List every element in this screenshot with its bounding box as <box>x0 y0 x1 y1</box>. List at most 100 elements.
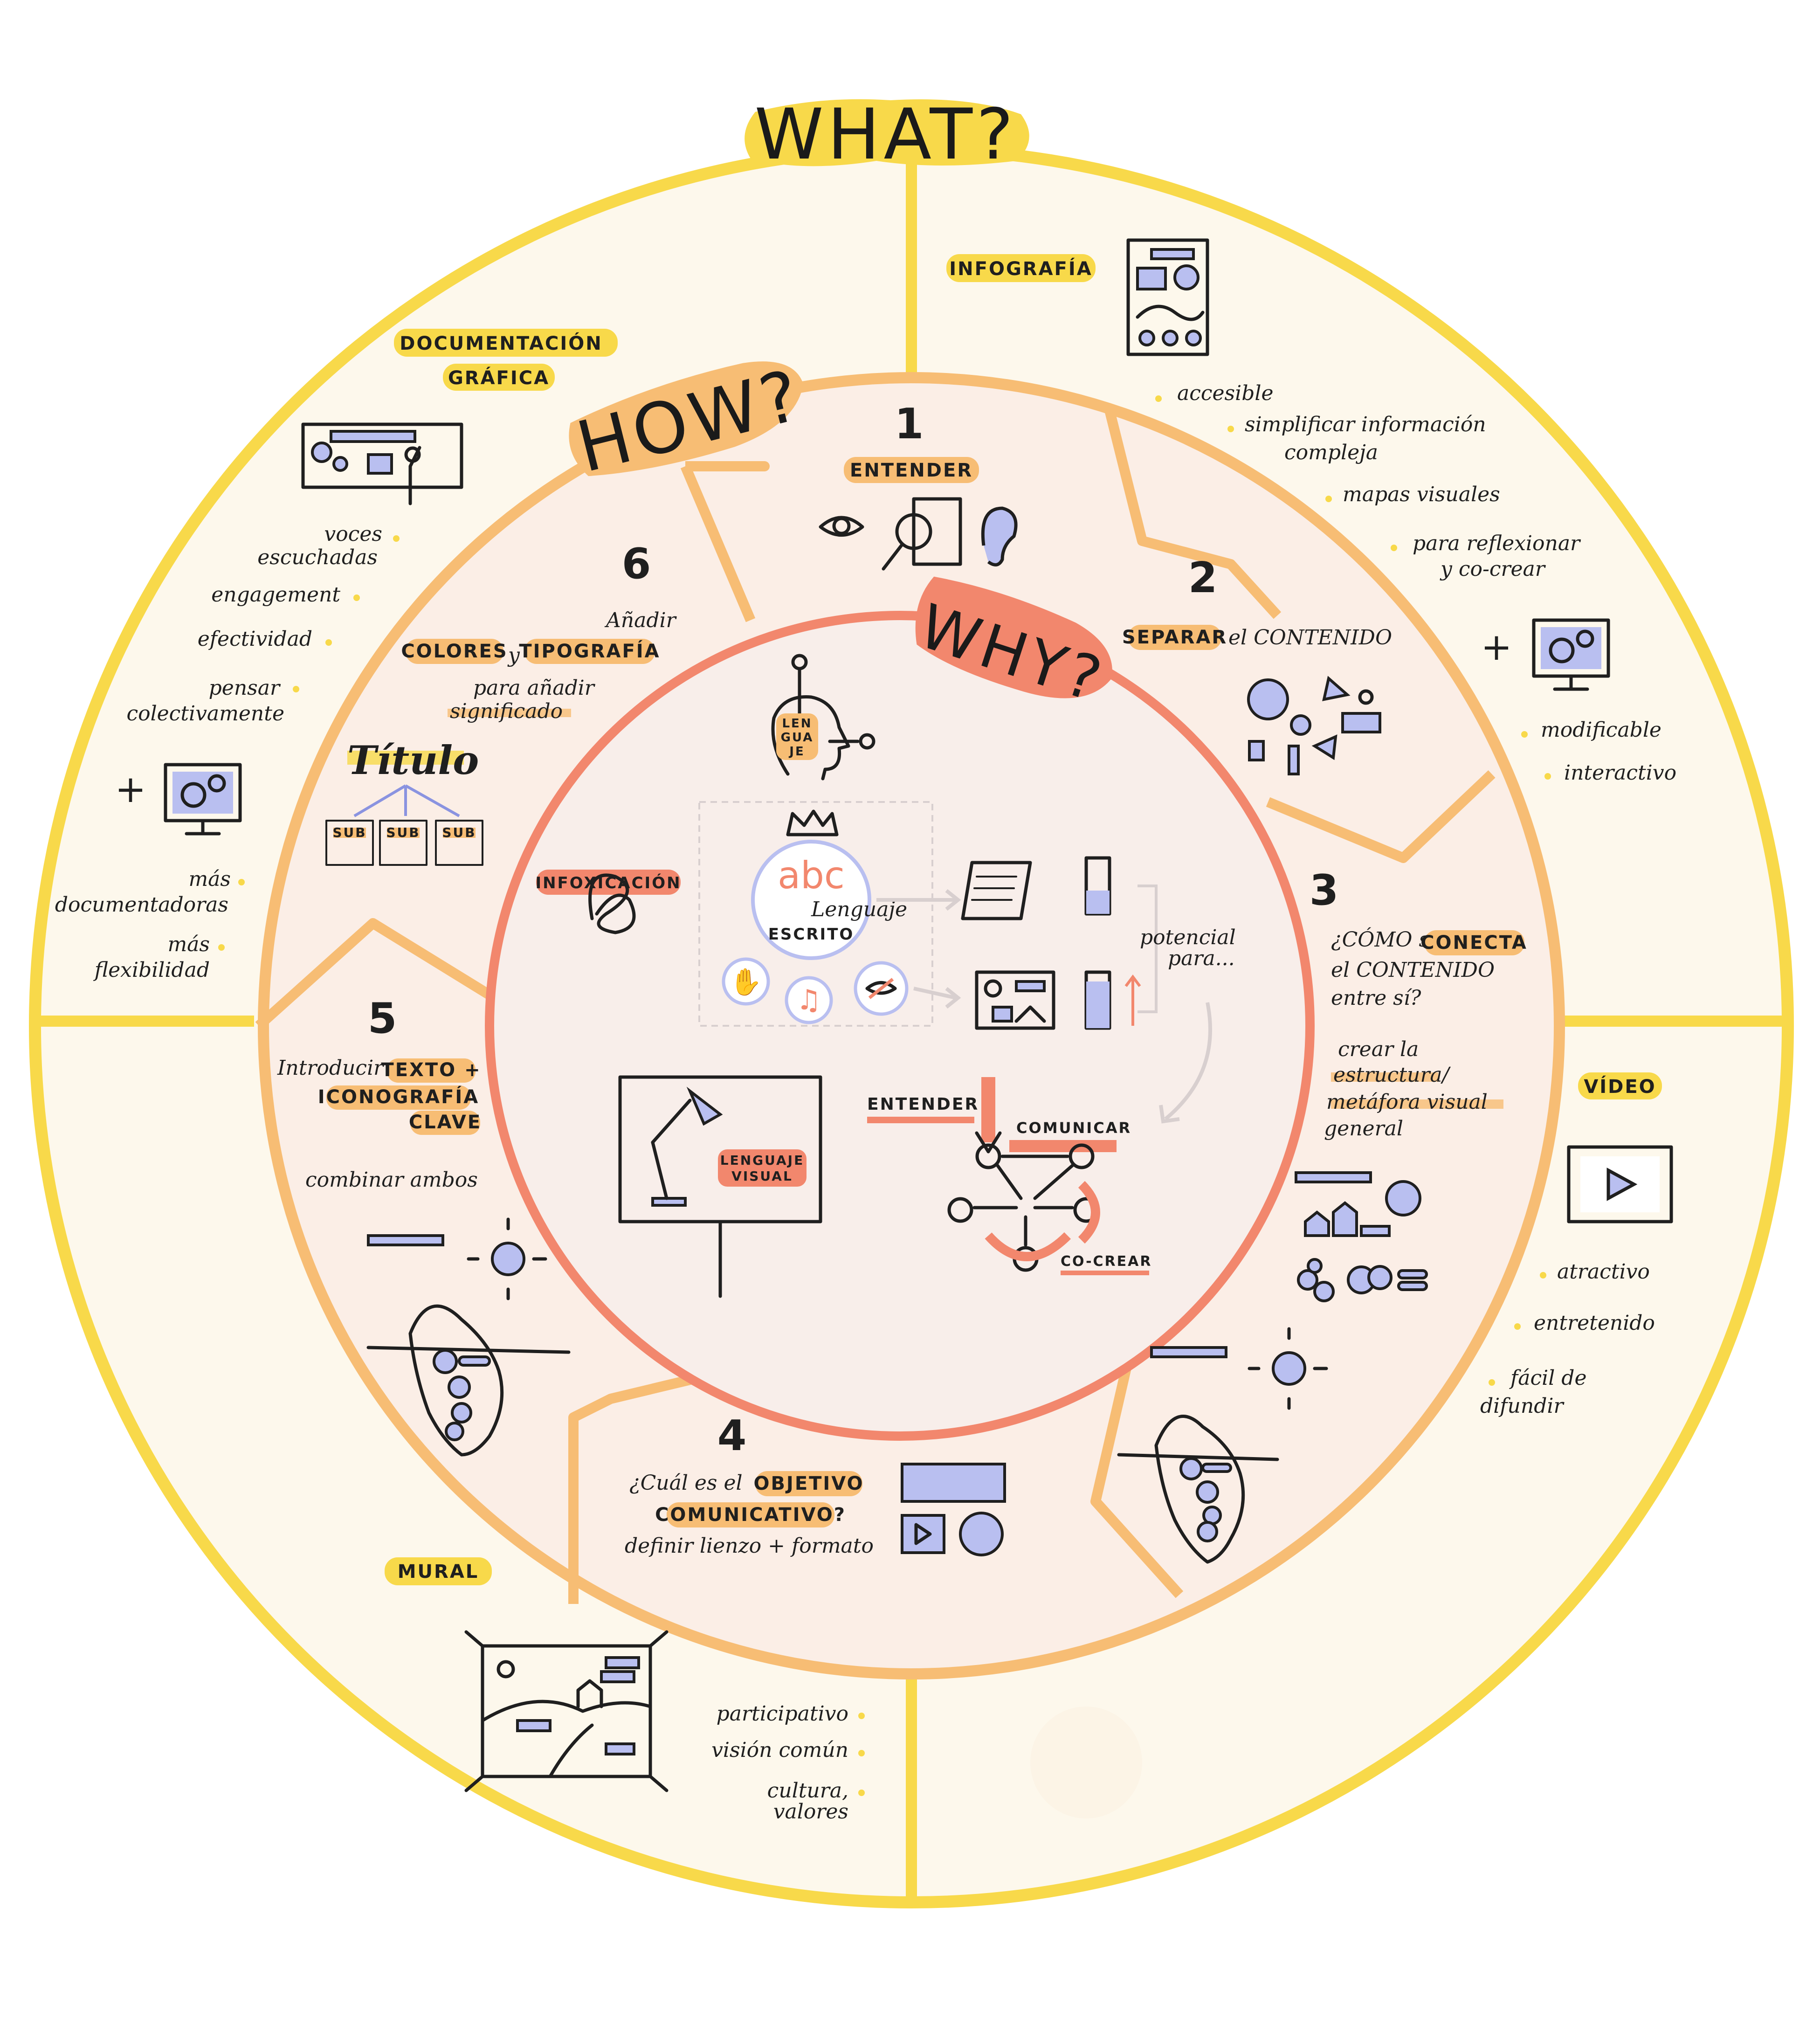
arrow-bottom <box>913 987 956 1000</box>
documentacion-bullets: voces escuchadas engagement efectividad … <box>126 522 400 726</box>
infografia-bullet-4b: y co-crear <box>1440 557 1546 581</box>
abc-circle <box>751 840 871 960</box>
step6-tag2-bg <box>524 639 655 664</box>
step6-y: y <box>507 643 520 667</box>
step6-tag1-bg <box>406 639 503 664</box>
documentacion-bullet-4: pensar <box>209 676 281 700</box>
documentacion-tag-2: GRÁFICA <box>448 366 550 389</box>
step4-tag2-bg <box>667 1502 834 1527</box>
documentacion-bullet-3: efectividad <box>198 627 312 651</box>
step5-tag2-bg <box>326 1085 471 1110</box>
network-diagram <box>947 1143 1100 1272</box>
mural-bullet-3b: valores <box>773 1800 848 1824</box>
step3-l1: crear la <box>1338 1037 1419 1061</box>
step4-l1: definir lienzo + formato <box>625 1534 874 1558</box>
step5-l1: Introducir <box>277 1056 385 1080</box>
graphic-recording-icon <box>301 422 463 505</box>
documentacion-tag-bg-2 <box>443 364 555 391</box>
step3-tag: CONECTA <box>1420 932 1528 954</box>
step6-l0: Añadir <box>604 608 677 632</box>
documentacion-plus-bullet-2b: flexibilidad <box>93 958 210 982</box>
documentacion-plus-bullets: más documentadoras más flexibilidad <box>55 867 245 982</box>
entender-arrow <box>981 1077 995 1142</box>
document-magnifier-icon <box>882 497 962 571</box>
video-tag-bg <box>1578 1072 1662 1099</box>
high-level-bar-icon <box>1084 970 1141 1030</box>
step1-number: 1 <box>895 400 924 449</box>
step3-tag-bg <box>1424 930 1524 955</box>
structure-shapes-icon <box>1295 1171 1428 1302</box>
infografia-bullet-2b: compleja <box>1284 441 1378 464</box>
monitor-gear-icon-right <box>1532 618 1610 691</box>
content-shapes-icon <box>1247 676 1381 775</box>
video-bullet-1: atractivo <box>1557 1260 1650 1284</box>
entender-label: ENTENDER <box>867 1095 979 1114</box>
bracket <box>1138 885 1158 1013</box>
step5-tag3-bg <box>410 1111 480 1135</box>
step3-q2: el CONTENIDO <box>1331 958 1495 982</box>
head-label-2: GUA <box>781 731 814 745</box>
infografia-bullet-4: para reflexionar <box>1413 532 1581 555</box>
cocrear-label: CO-CREAR <box>1061 1253 1152 1270</box>
documentacion-plus-bullet-1b: documentadoras <box>55 893 228 917</box>
what-banner <box>745 99 1029 166</box>
infografia-bullet-3: mapas visuales <box>1343 483 1500 506</box>
music-circle <box>785 976 833 1024</box>
step5-tag1: TEXTO + <box>381 1059 481 1081</box>
interactiva-bullet-2: interactivo <box>1564 761 1676 785</box>
what-title: WHAT? <box>754 94 1017 175</box>
infographic-icon <box>1126 238 1209 356</box>
documentacion-plus-bullet-2: más <box>167 933 210 956</box>
step3-l3: metáfora visual <box>1326 1090 1488 1114</box>
lamp-sign-icon <box>618 1075 822 1298</box>
documentacion-bullet-2: engagement <box>211 583 340 607</box>
step5-number: 5 <box>368 994 397 1043</box>
infografia-tag-bg <box>946 254 1096 282</box>
documentacion-plus: + <box>115 767 146 811</box>
mural-landscape-icon <box>464 1630 669 1792</box>
low-level-bar-icon <box>1084 856 1111 916</box>
step4-tag1-bg <box>755 1471 862 1496</box>
curved-arrow <box>1164 1002 1212 1121</box>
video-bullet-3b: difundir <box>1480 1394 1565 1418</box>
step5-tag1-bg <box>387 1058 476 1083</box>
video-player-icon <box>1567 1145 1673 1223</box>
step4-q1: ¿Cuál es el <box>629 1471 743 1495</box>
step6-number: 6 <box>622 539 651 588</box>
step3-q1: ¿CÓMO se <box>1331 927 1441 952</box>
step6-titulo: Título <box>347 737 479 783</box>
iceberg-icon-left <box>366 1217 571 1457</box>
step5-tag3: CLAVE <box>409 1112 482 1133</box>
mural-bullet-1: participativo <box>717 1702 848 1726</box>
mural-bullet-2: visión común <box>711 1738 848 1762</box>
interactiva-plus: + <box>1481 625 1512 669</box>
step3-number: 3 <box>1310 866 1339 915</box>
how-dividers <box>255 409 1496 1604</box>
documentacion-bullet-1: voces <box>324 522 382 546</box>
infografia-bullet-2: simplificar información <box>1245 413 1486 436</box>
step4-number: 4 <box>717 1411 747 1460</box>
tangle-icon <box>588 873 636 934</box>
documentacion-bullet-1b: escuchadas <box>257 546 378 569</box>
written-area-frame <box>698 801 933 1027</box>
step3-q3: entre sí? <box>1331 986 1421 1010</box>
faint-dot <box>1030 1707 1142 1818</box>
step6-tag1: COLORES <box>401 641 508 662</box>
escrito-line-2: ESCRITO <box>768 925 855 944</box>
why-circle <box>485 611 1315 1441</box>
step2-number: 2 <box>1188 553 1218 602</box>
monitor-gear-icon-left <box>164 763 242 836</box>
potencial-line-2: para... <box>1168 947 1235 970</box>
documentacion-bullet-4b: colectivamente <box>126 702 284 726</box>
step5-l2: combinar ambos <box>305 1168 478 1192</box>
infografia-tag: INFOGRAFÍA <box>949 257 1092 280</box>
step5-tag2: ICONOGRAFÍA <box>318 1085 479 1108</box>
visual-label-1: LENGUAJE <box>720 1153 804 1168</box>
infografia-bullet-1: accesible <box>1177 381 1274 405</box>
sub-label-1: SUB <box>332 825 366 840</box>
abc-text: abc <box>778 854 845 897</box>
music-note-icon: ♫ <box>796 984 821 1016</box>
hand-icon: ✋ <box>730 967 762 997</box>
iceberg-icon-right <box>1117 1327 1328 1564</box>
